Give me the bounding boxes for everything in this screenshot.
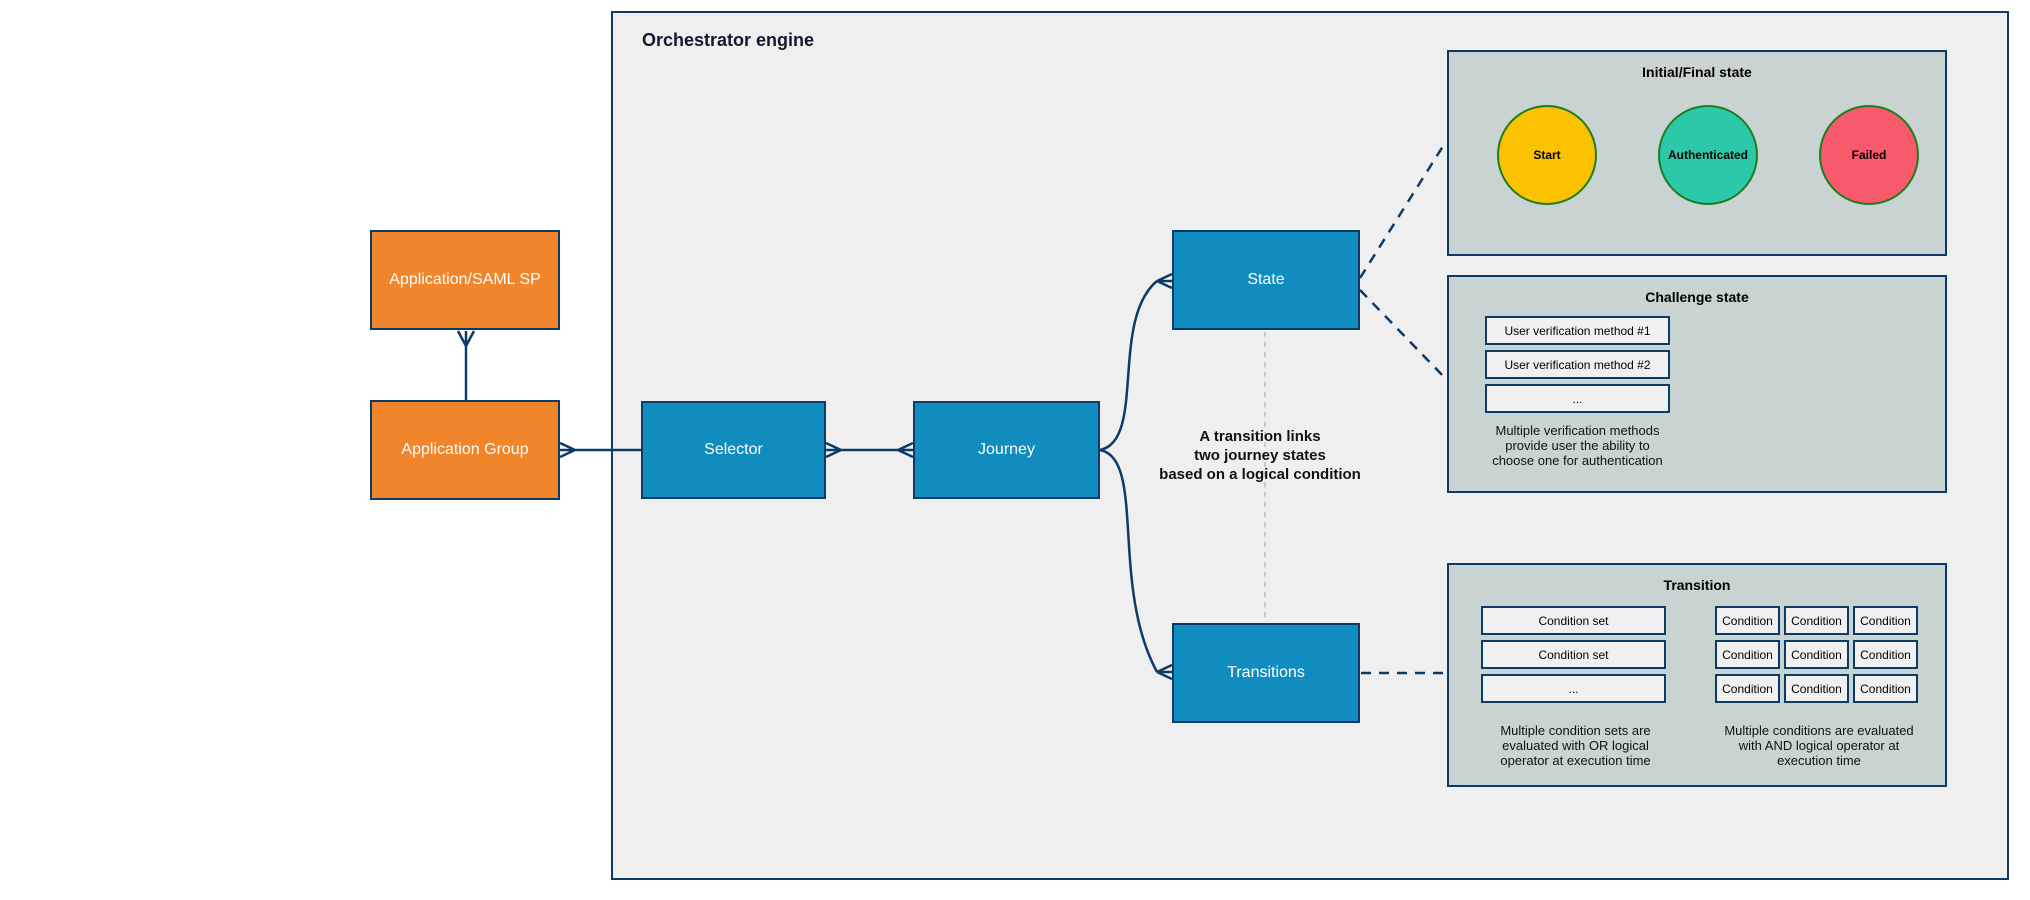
condition-cell: Condition xyxy=(1715,640,1780,669)
condition-cell: Condition xyxy=(1853,606,1918,635)
transition-and-caption: Multiple conditions are evaluated with A… xyxy=(1724,723,1914,768)
node-application-saml-sp-label: Application/SAML SP xyxy=(389,271,541,288)
challenge-state-title: Challenge state xyxy=(1645,289,1749,305)
condition-cell: Condition xyxy=(1784,640,1849,669)
state-circle-failed-label: Failed xyxy=(1851,148,1887,162)
challenge-state-caption: Multiple verification methods provide us… xyxy=(1492,423,1663,468)
condition-cell: Condition xyxy=(1715,674,1780,703)
edge-journey-transitions xyxy=(1099,448,1173,681)
node-application-group-label: Application Group xyxy=(401,441,529,458)
state-circle-failed: Failed xyxy=(1819,105,1919,205)
state-circle-authenticated-label: Authenticated xyxy=(1667,148,1748,162)
condition-set-row: ... xyxy=(1481,674,1666,703)
node-selector: Selector xyxy=(641,401,826,499)
condition-set-row: Condition set xyxy=(1481,640,1666,669)
node-transitions: Transitions xyxy=(1172,623,1360,723)
verification-method-row: User verification method #2 xyxy=(1485,350,1670,379)
condition-cell: Condition xyxy=(1784,606,1849,635)
node-transitions-label: Transitions xyxy=(1227,664,1305,681)
verification-method-row: User verification method #1 xyxy=(1485,316,1670,345)
initial-final-state-title: Initial/Final state xyxy=(1642,64,1752,80)
node-state-label: State xyxy=(1247,271,1285,288)
state-circle-start: Start xyxy=(1497,105,1597,205)
node-application-group: Application Group xyxy=(370,400,560,500)
transition-or-caption: Multiple condition sets are evaluated wi… xyxy=(1500,723,1651,768)
transition-panel: Transition Condition set Condition set .… xyxy=(1447,563,1947,787)
edge-samlsp-appgroup xyxy=(456,330,476,400)
condition-cell: Condition xyxy=(1784,674,1849,703)
edge-journey-state xyxy=(1099,272,1173,452)
transition-annotation-text: A transition links two journey states ba… xyxy=(1159,428,1361,483)
node-journey: Journey xyxy=(913,401,1100,499)
initial-final-state-panel: Initial/Final state Start Authenticated … xyxy=(1447,50,1947,256)
edge-state-initialfinal-dashed xyxy=(1358,142,1447,279)
state-circle-start-label: Start xyxy=(1533,148,1561,162)
node-journey-label: Journey xyxy=(978,441,1035,458)
edge-state-challenge-dashed xyxy=(1359,289,1446,379)
verification-method-row: ... xyxy=(1485,384,1670,413)
node-state: State xyxy=(1172,230,1360,330)
condition-cell: Condition xyxy=(1853,674,1918,703)
transition-title: Transition xyxy=(1663,577,1731,593)
node-selector-label: Selector xyxy=(704,441,763,458)
condition-cell: Condition xyxy=(1715,606,1780,635)
challenge-state-panel: Challenge state User verification method… xyxy=(1447,275,1947,493)
condition-set-row: Condition set xyxy=(1481,606,1666,635)
edge-appgroup-selector xyxy=(559,441,641,459)
condition-cell: Condition xyxy=(1853,640,1918,669)
orchestrator-engine-title: Orchestrator engine xyxy=(642,30,815,50)
state-circle-authenticated: Authenticated xyxy=(1658,105,1758,205)
edge-selector-journey xyxy=(825,441,914,459)
node-application-saml-sp: Application/SAML SP xyxy=(370,230,560,330)
